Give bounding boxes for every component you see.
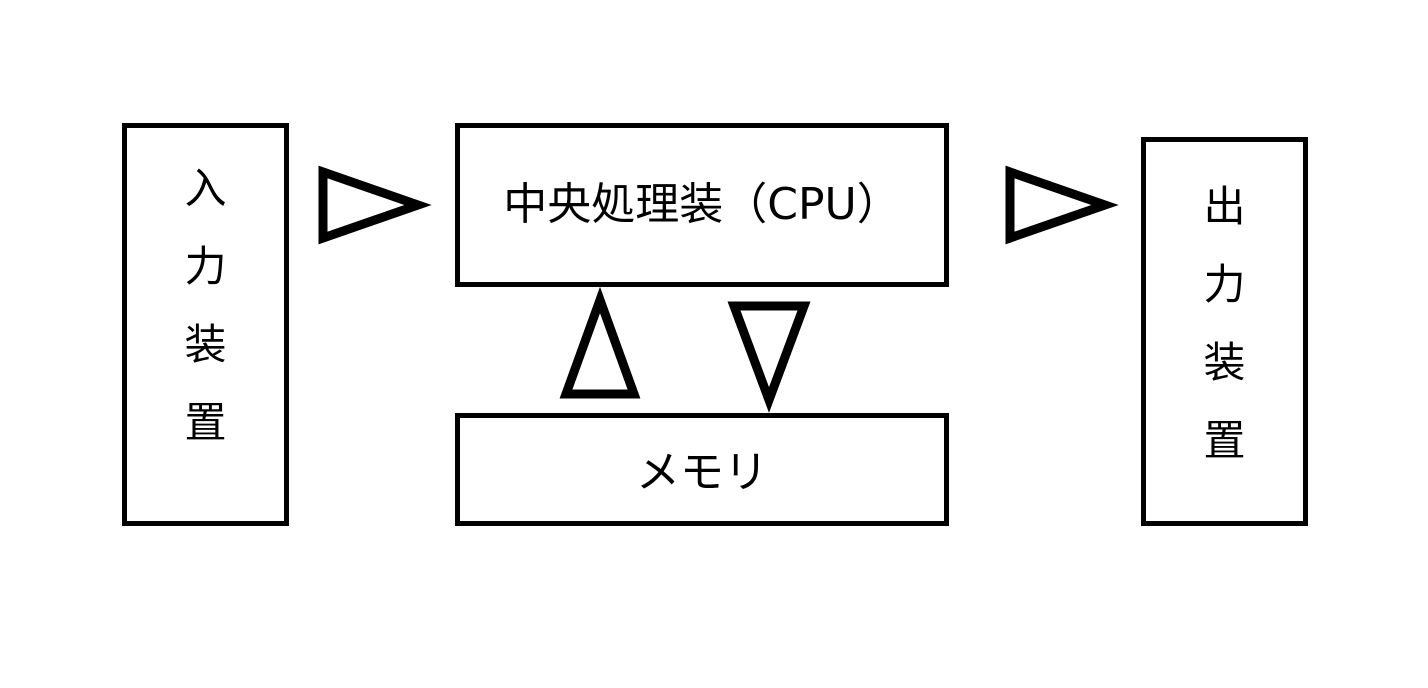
output-device-label: 出 力 装 置 <box>1146 186 1303 462</box>
output-device-char: 力 <box>1203 260 1246 309</box>
memory-to-cpu-arrow <box>559 286 641 399</box>
input-to-cpu-arrow <box>318 165 432 245</box>
output-device-char: 出 <box>1203 182 1246 231</box>
cpu-to-output-arrow <box>1005 165 1119 245</box>
memory-label: メモリ <box>636 447 768 498</box>
input-device-char: 置 <box>184 398 227 447</box>
input-device-char: 力 <box>184 242 227 291</box>
output-device-box: 出 力 装 置 <box>1141 137 1308 526</box>
output-device-char: 置 <box>1203 416 1246 465</box>
cpu-box: 中央処理装（CPU） <box>455 123 949 287</box>
input-device-label: 入 力 装 置 <box>127 168 284 444</box>
cpu-label: 中央処理装（CPU） <box>503 179 901 230</box>
input-device-box: 入 力 装 置 <box>122 123 289 526</box>
output-device-char: 装 <box>1203 338 1246 387</box>
cpu-to-memory-arrow <box>727 301 811 413</box>
memory-box: メモリ <box>455 413 949 526</box>
input-device-char: 入 <box>184 164 227 213</box>
input-device-char: 装 <box>184 320 227 369</box>
